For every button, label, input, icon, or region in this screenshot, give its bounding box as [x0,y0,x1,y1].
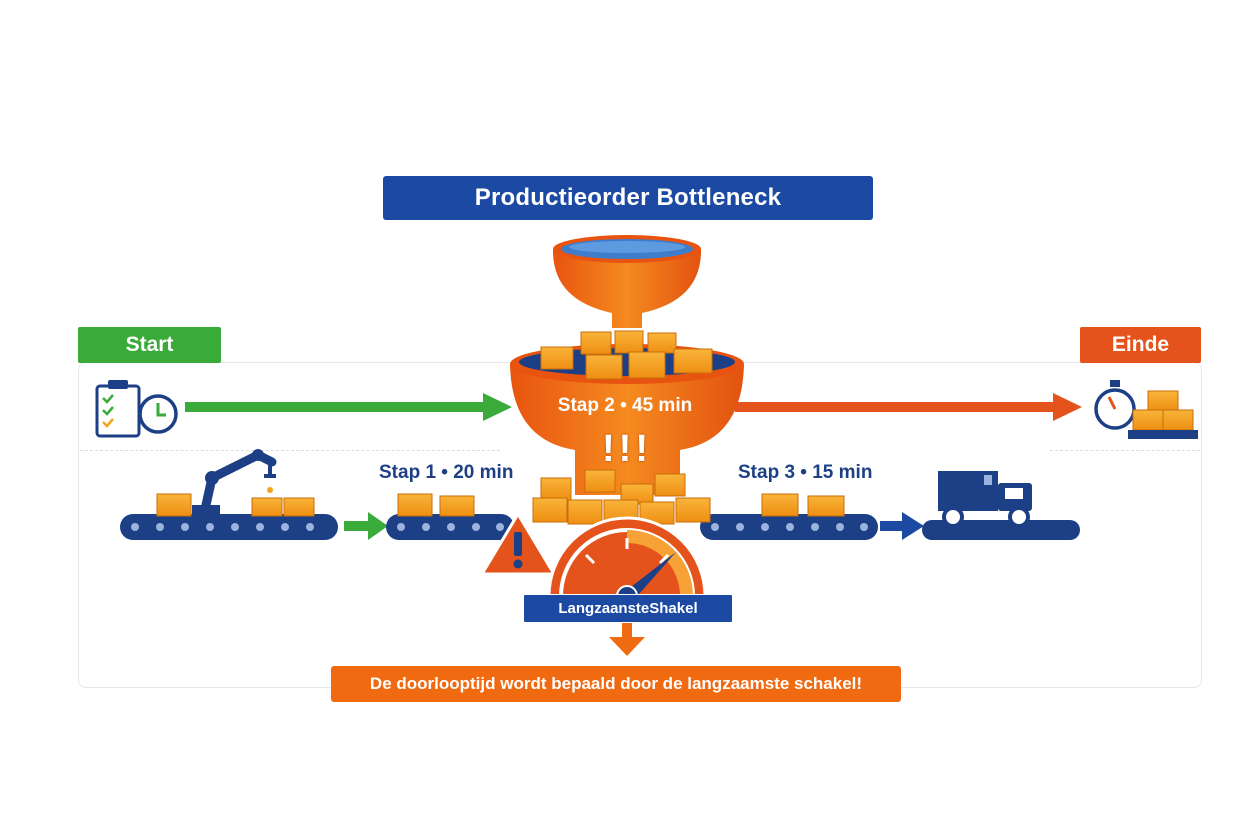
flow-arrow-3-truck [880,512,924,540]
box-icon [156,493,315,517]
delivery-truck-icon [922,471,1080,540]
flow-arrow-end [735,393,1082,421]
start-tag: Start [78,327,221,363]
step-2-label: Stap 2 • 45 min [557,395,693,416]
page-title: Productieorder Bottleneck [383,176,873,220]
step-3-label: Stap 3 • 15 min [738,462,873,483]
warning-marks: !!! [602,428,652,470]
divider-right [1050,450,1200,451]
box-icon [1128,390,1198,439]
conveyor-belt-icon [700,514,878,540]
step-1-label: Stap 1 • 20 min [379,462,514,483]
flow-arrow-1-2 [344,512,388,540]
conveyor-belt-icon [120,514,338,540]
robot-arm-icon [192,449,277,515]
bottleneck-label: LangzaansteShakel [523,594,733,623]
flow-arrow-start [185,393,512,421]
flow-arrow-down [609,619,645,656]
funnel-icon [552,235,702,328]
warning-triangle-icon [480,512,556,576]
speedometer-icon [547,516,707,607]
box-icon [540,330,713,380]
box-icon [761,493,845,517]
stopwatch-icon [1094,380,1136,430]
end-tag: Einde [1080,327,1201,363]
clipboard-clock-icon [95,380,178,438]
conveyor-belt-icon [386,514,514,540]
divider-left [80,450,500,451]
footer-message: De doorlooptijd wordt bepaald door de la… [331,666,901,702]
box-icon [397,493,475,517]
